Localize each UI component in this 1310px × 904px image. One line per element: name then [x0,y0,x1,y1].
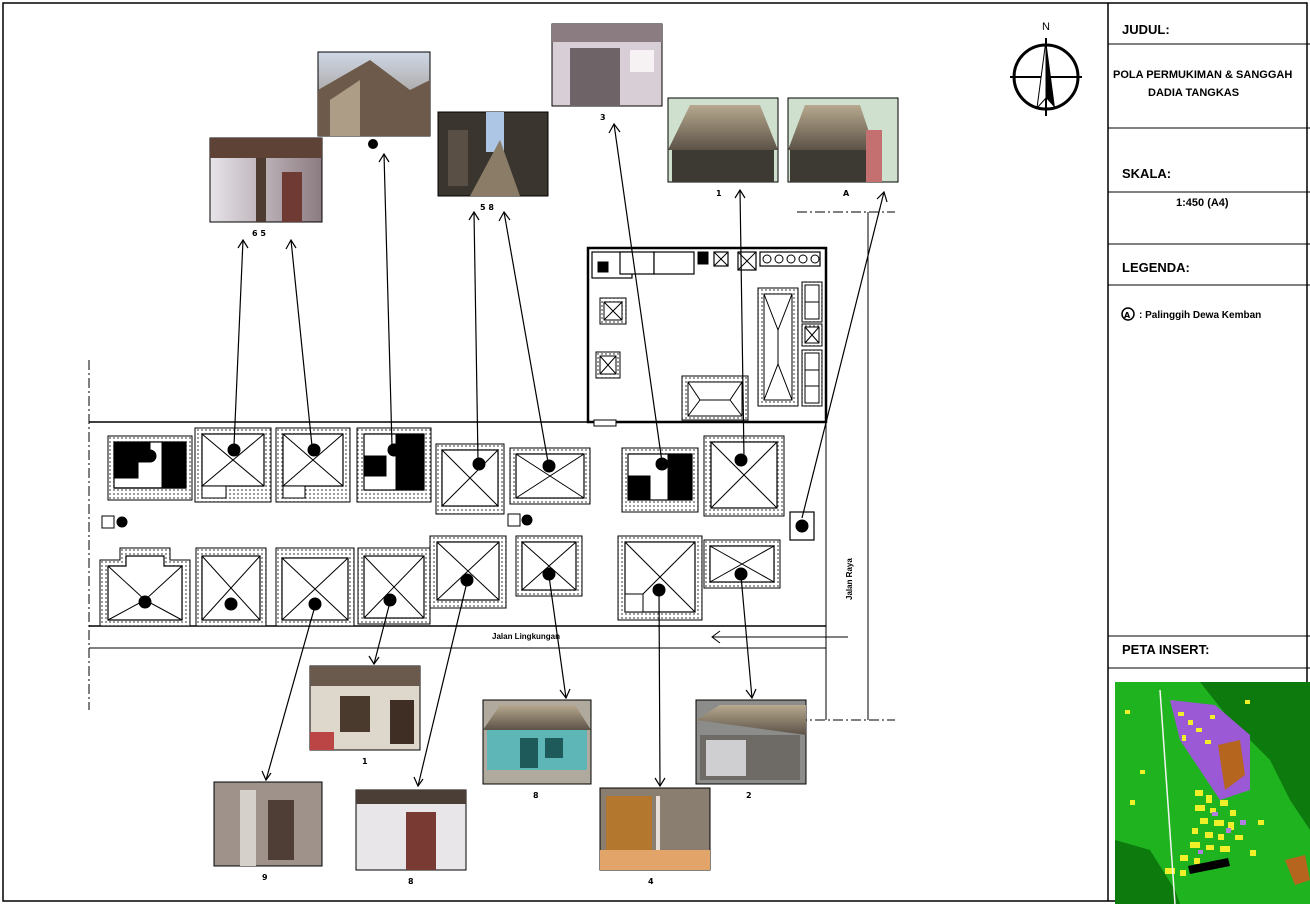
house-bottom-2 [195,547,267,627]
photo-label: 9 [262,873,268,882]
legend-symbol: A [1124,311,1131,320]
photo-top-1: 6 5 [209,137,323,238]
house-bottom-4 [357,547,431,625]
photo-top-2 [317,51,431,149]
house-top-7 [621,447,699,513]
north-label: N [1042,21,1050,33]
photo-label: 1 [716,189,722,198]
photo-bottom-1: 9 [213,781,323,882]
judul-label: JUDUL: [1122,22,1170,37]
photo-label: 8 [408,877,414,886]
house-top-2 [194,427,272,503]
photo-group: 6 5 5 8 3 1 [209,23,899,886]
title-line-1: POLA PERMUKIMAN & SANGGAH [1113,69,1292,81]
house-top-3 [275,427,351,503]
photo-top-4: 3 [551,23,663,122]
north-arrow-icon: N [1010,21,1082,116]
legenda-label: LEGENDA: [1122,260,1190,275]
photo-label: 4 [648,877,654,886]
photo-bottom-4: 8 [482,699,592,800]
photo-top-6: A [787,97,899,198]
scale-value: 1:450 (A4) [1176,197,1229,209]
house-bottom-5 [429,535,507,609]
house-bottom-1 [99,547,191,627]
house-bottom-6 [515,535,583,597]
site-plan: Jalan Lingkungan Jalan Raya [88,211,895,721]
photo-label: 6 5 [252,229,266,238]
road-label: Jalan Lingkungan [492,632,560,641]
legend-item: A : Palinggih Dewa Kemban [1121,307,1261,321]
legend-symbol-icon [1121,307,1135,321]
house-top-1 [107,435,193,501]
photo-top-5: 1 [667,97,779,198]
inset-label: PETA INSERT: [1122,642,1209,657]
legend-text: : Palinggih Dewa Kemban [1139,310,1261,321]
title-line-2: DADIA TANGKAS [1148,87,1239,99]
side-road-label: Jalan Raya [845,558,854,600]
photo-top-3: 5 8 [437,111,549,212]
photo-label: 2 [746,791,752,800]
photo-bottom-3: 8 [355,789,467,886]
photo-label: 5 8 [480,203,494,212]
photo-bottom-6: 2 [695,699,807,800]
house-top-4 [356,427,432,503]
photo-label: 1 [362,757,368,766]
sanggah-courtyard [586,246,828,427]
photo-bottom-5: 4 [599,787,711,886]
house-bottom-7 [617,535,703,621]
leader-lines [233,122,888,788]
photo-label: A [843,189,850,198]
house-top-6 [509,447,591,505]
photo-label: 3 [600,113,606,122]
house-bottom-3 [275,547,355,627]
skala-label: SKALA: [1122,166,1171,181]
inset-map [1115,682,1310,904]
house-top-5 [435,443,533,527]
house-bottom-8 [703,539,781,589]
title-block: JUDUL: POLA PERMUKIMAN & SANGGAH DADIA T… [1108,22,1310,669]
photo-label: 8 [533,791,539,800]
photo-bottom-2: 1 [309,665,421,766]
